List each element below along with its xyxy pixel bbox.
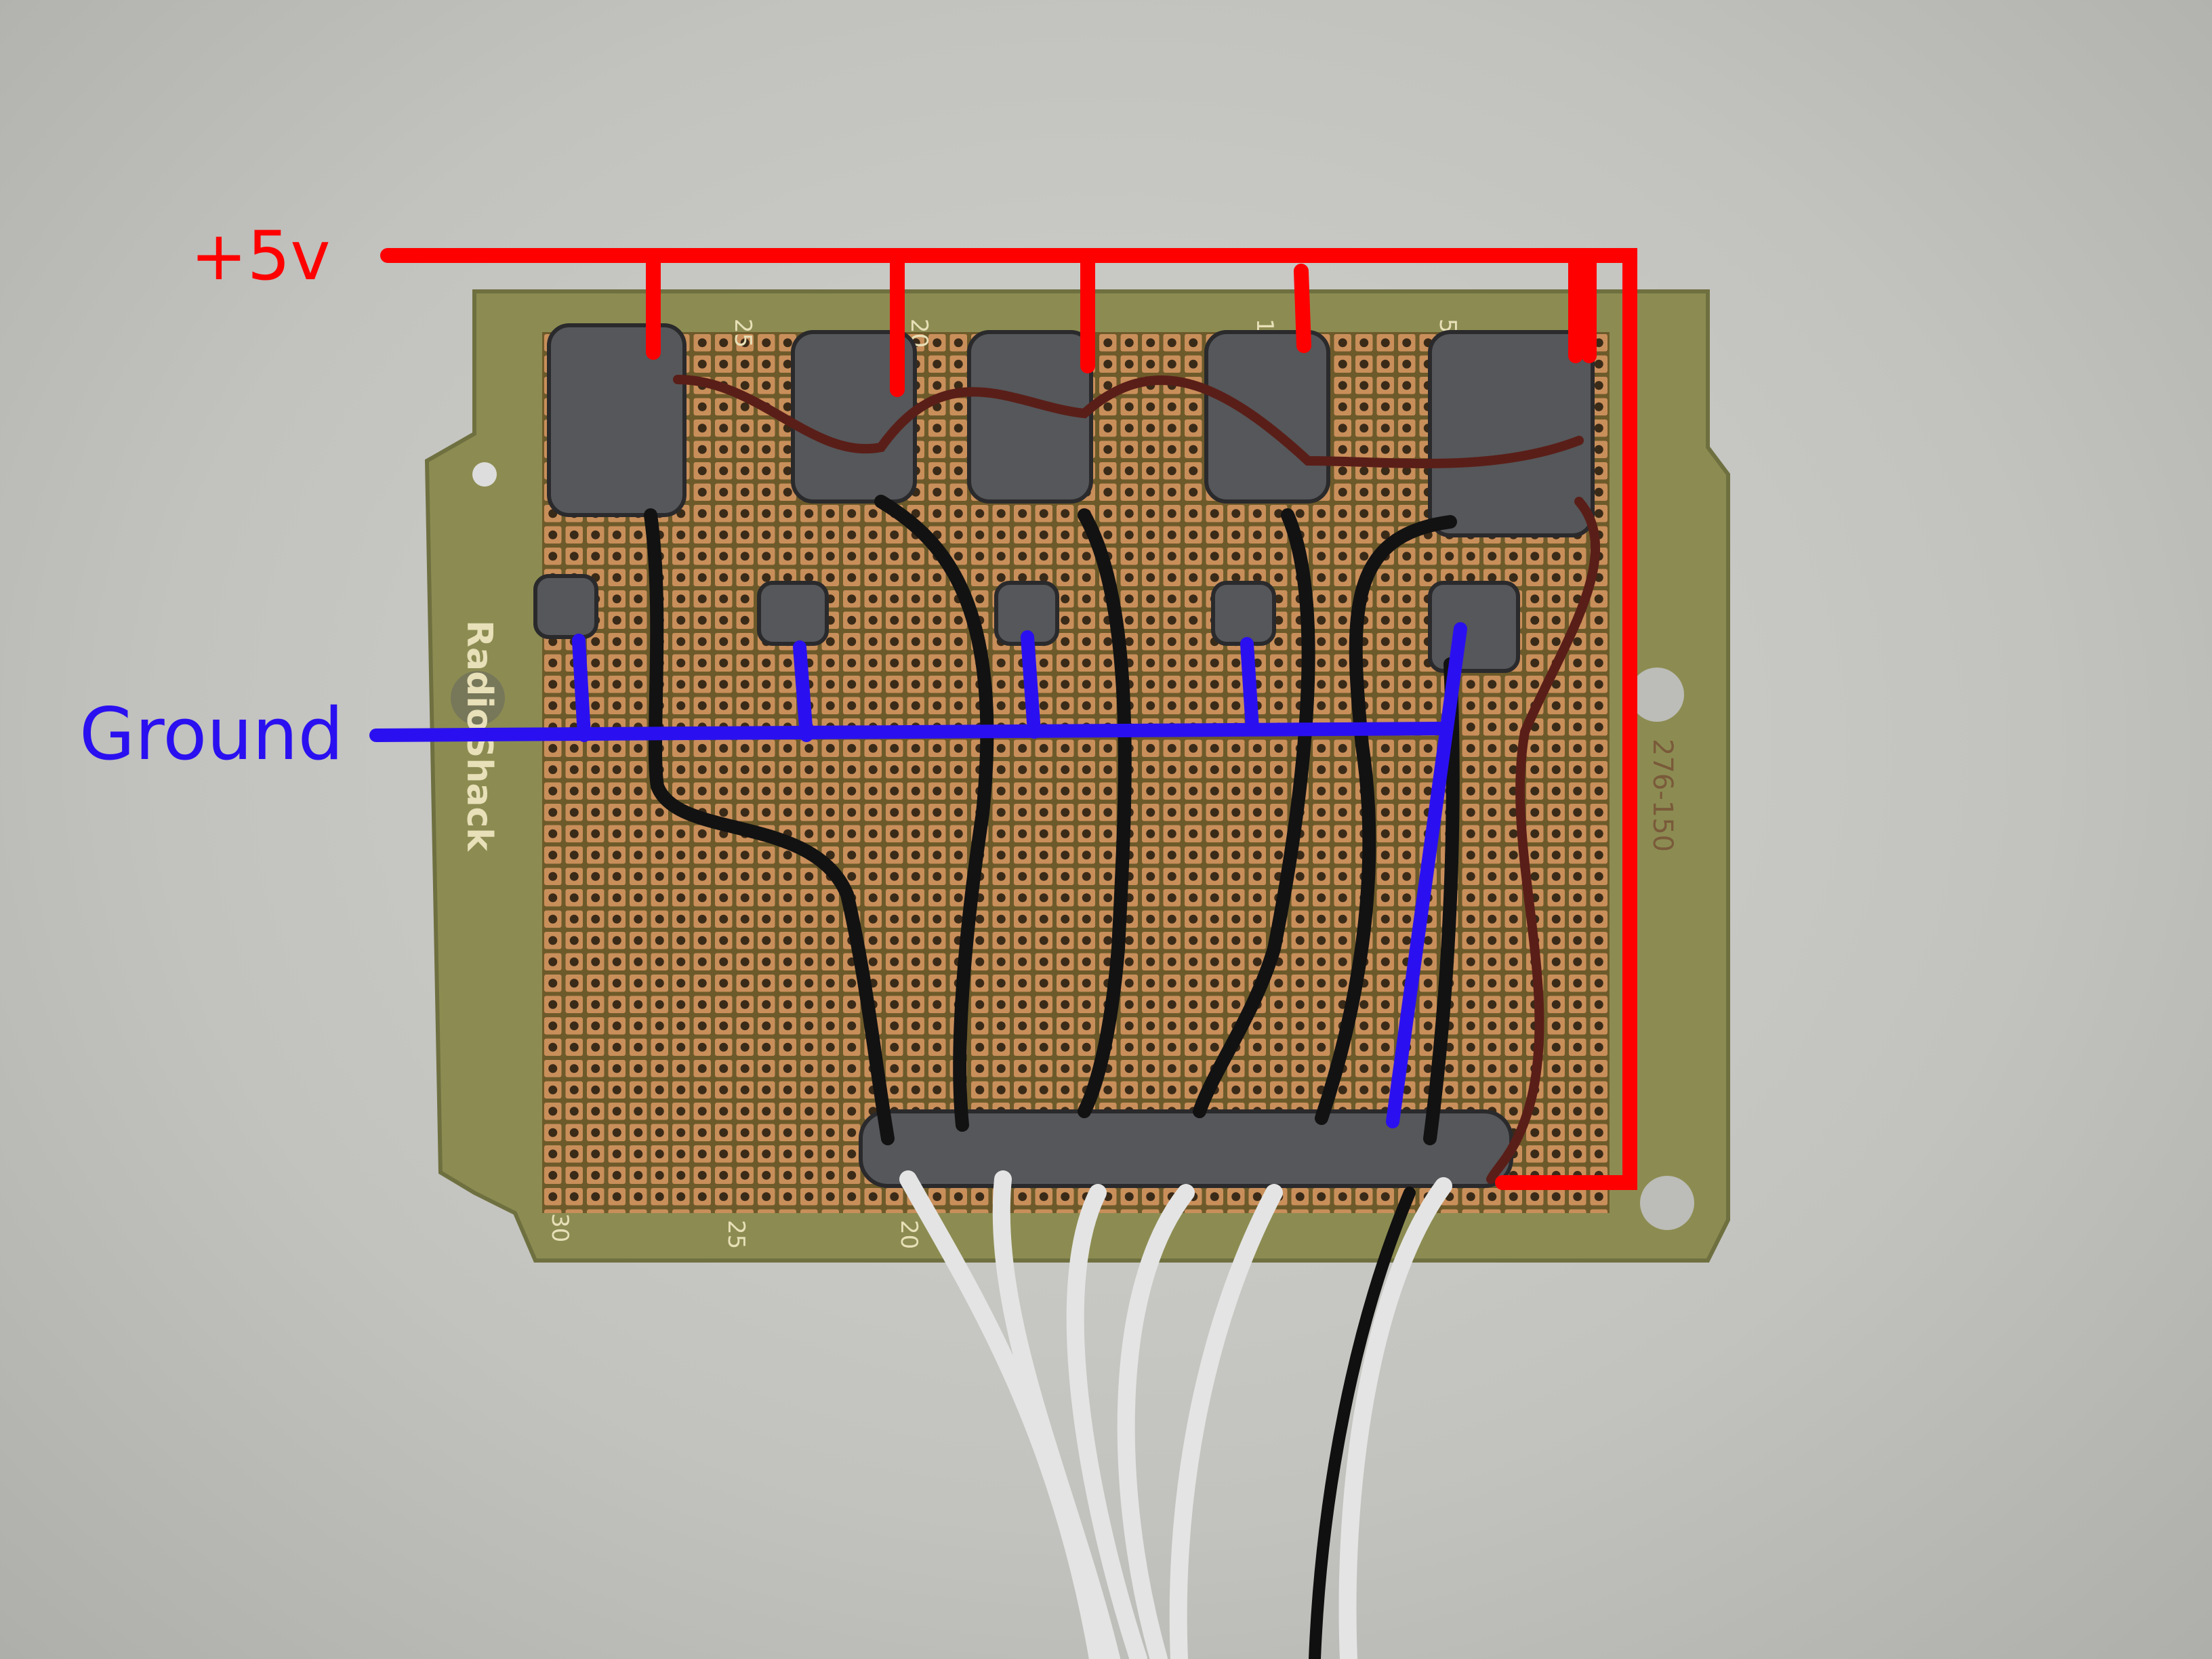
solder-joint [757,581,829,646]
board-number: 25 [729,319,756,348]
mounting-hole [1630,668,1684,722]
black-wire [644,508,895,1145]
solder-joint [1211,581,1276,646]
board-number: 5 [1434,319,1461,333]
mounting-hole [1640,1176,1694,1230]
power-label: +5v [190,216,331,295]
ribbon-wire [1169,1184,1283,1659]
solder-joint [1204,330,1330,504]
solder-joint [967,330,1093,504]
black-wire [1193,508,1315,1118]
ground-label: Ground [79,693,344,776]
black-lead-wire [1309,1187,1416,1659]
ribbon-wire [1338,1177,1452,1659]
brown-wire [1486,497,1601,1184]
mounting-hole [451,671,505,725]
brown-wire [673,375,1584,468]
ribbon-wire [992,1170,1120,1659]
solder-joint [547,323,687,517]
ribbon-wire [1117,1184,1195,1659]
solder-joint [533,574,598,639]
black-wire [1315,515,1457,1125]
mounting-hole [472,462,497,487]
solder-joint [1428,330,1595,537]
ribbon-wire [1066,1184,1147,1659]
board-number: 20 [895,1220,922,1249]
board-part-code: 276-150 [1647,739,1678,852]
board-number: 30 [546,1213,573,1242]
board-number: 25 [722,1220,750,1249]
solder-joint [1428,581,1520,673]
black-wire [1078,508,1132,1118]
power-rail-annotation [380,248,1637,1190]
black-wire [874,495,994,1132]
ground-annotation [369,622,1467,1128]
